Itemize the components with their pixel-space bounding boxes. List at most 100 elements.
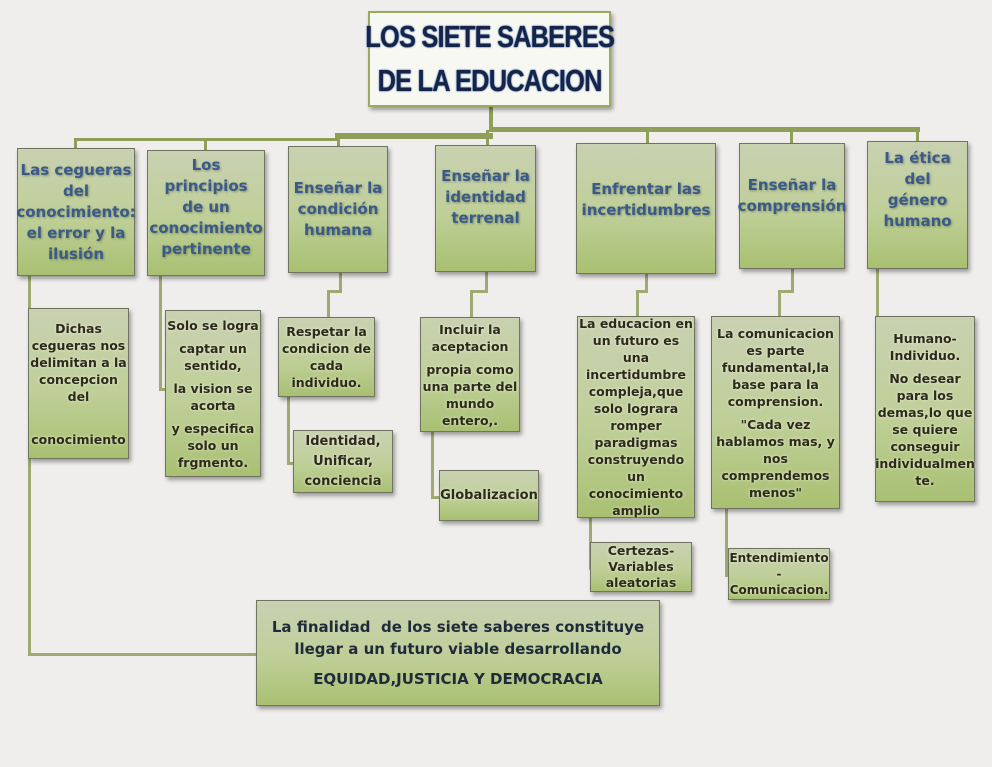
conclusion-box: La finalidad de los siete saberes consti… bbox=[256, 600, 660, 706]
subconcept-line: Comunicacion. bbox=[729, 583, 829, 597]
label-line: humana bbox=[304, 221, 372, 239]
label-line: del bbox=[62, 181, 90, 200]
subconcept-line: aleatorias bbox=[605, 575, 677, 590]
connector-col4-step-v bbox=[470, 290, 473, 318]
description-line: La comunicacion bbox=[717, 325, 834, 341]
description-line: Dichas bbox=[55, 320, 102, 336]
description-line: Humano- bbox=[893, 330, 957, 346]
description-line: mundo bbox=[445, 395, 495, 411]
subconcept-line: Entendimiento bbox=[729, 551, 829, 565]
label-line: terrenal bbox=[451, 209, 520, 227]
connector-col4-step bbox=[470, 290, 488, 293]
description-line: Individuo. bbox=[889, 347, 961, 363]
connector-conclusion bbox=[28, 653, 258, 656]
connector-left-long bbox=[28, 276, 31, 655]
label-line: pertinente bbox=[161, 239, 251, 258]
connector-col3-step bbox=[327, 290, 342, 293]
description-line: del bbox=[67, 388, 90, 404]
saber-1-cegueras: Las cegueras del conocimiento: el error … bbox=[16, 148, 136, 276]
description-line: una parte del bbox=[422, 378, 518, 394]
description-line: para los bbox=[896, 387, 954, 403]
description-line: demas,lo que bbox=[877, 404, 973, 420]
connector-left-bar-thick bbox=[335, 133, 493, 139]
description-line: comprendemos bbox=[721, 467, 830, 483]
description-line: comprension. bbox=[727, 393, 824, 409]
description-line: frgmento. bbox=[177, 454, 249, 470]
description-line: y especifica bbox=[171, 420, 255, 436]
description-line: captar un bbox=[179, 340, 247, 356]
description-line: compleja,que bbox=[588, 384, 684, 399]
connector-col6-top bbox=[791, 268, 794, 292]
description-line: "Cada vez bbox=[740, 416, 811, 432]
description-line: un futuro es una bbox=[592, 333, 680, 365]
description-line: incertidumbre bbox=[586, 367, 686, 382]
description-line: nos bbox=[763, 450, 788, 466]
connector-col3-sub-v bbox=[287, 396, 290, 464]
description-line: propia como bbox=[426, 361, 514, 377]
subconcept-4: Globalizacion bbox=[439, 470, 539, 521]
label-line: incertidumbres bbox=[581, 200, 711, 219]
label-line: identidad bbox=[445, 188, 526, 206]
description-line: cada bbox=[309, 358, 344, 373]
connector-drop-6 bbox=[790, 130, 793, 144]
label-line: Los principios bbox=[164, 155, 248, 195]
conclusion-line-2: llegar a un futuro viable desarrollando bbox=[294, 640, 622, 658]
connector-right-bar bbox=[489, 127, 920, 132]
description-line: La educacion en bbox=[579, 316, 693, 331]
description-2: Solo se logra captar un sentido, la visi… bbox=[165, 310, 261, 477]
connector-col5-step bbox=[636, 290, 648, 293]
description-line: fundamental,la bbox=[721, 359, 830, 375]
connector-col4-sub-v bbox=[431, 432, 434, 498]
description-line: conocimiento bbox=[588, 486, 684, 501]
label-line: ilusión bbox=[47, 244, 104, 263]
connector-col6-step bbox=[778, 290, 794, 293]
label-line: La ética del bbox=[884, 149, 951, 188]
description-line: delimitan a la bbox=[30, 354, 127, 370]
saber-7-etica: La ética del género humano bbox=[867, 141, 968, 269]
connector-col3-step-v bbox=[327, 290, 330, 318]
connector-col7-top bbox=[876, 268, 879, 320]
description-line: la vision se bbox=[173, 380, 253, 396]
subconcept-line: Identidad, bbox=[305, 434, 381, 449]
label-line: condición bbox=[297, 200, 379, 218]
title-line-2: DE LA EDUCACION bbox=[377, 63, 602, 98]
description-3: Respetar la condicion de cada individuo. bbox=[278, 317, 375, 397]
connector-col4-sub-h bbox=[431, 496, 441, 499]
description-line: se quiere bbox=[892, 421, 958, 437]
subconcept-line: Variables bbox=[608, 559, 674, 574]
description-line: paradigmas bbox=[594, 435, 678, 450]
saber-6-comprension: Enseñar la comprensión bbox=[737, 143, 847, 269]
label-line: el error y la bbox=[26, 223, 126, 242]
description-line: solo lograra bbox=[593, 401, 679, 416]
description-line: amplio bbox=[612, 503, 660, 518]
subconcept-line: Unificar, bbox=[313, 454, 373, 469]
subconcept-line: - bbox=[776, 567, 782, 581]
label-line: de un bbox=[182, 197, 230, 216]
description-line: condicion de bbox=[281, 341, 372, 356]
description-line: conocimiento bbox=[31, 431, 126, 447]
connector-col3-top bbox=[339, 272, 342, 292]
label-line: comprensión bbox=[737, 197, 847, 215]
label-line: humano bbox=[883, 212, 952, 230]
connector-col2-horiz bbox=[159, 388, 167, 391]
description-4: Incluir la aceptacion propia como una pa… bbox=[420, 317, 520, 432]
description-6: La comunicacion es parte fundamental,la … bbox=[711, 316, 840, 509]
description-line: solo un bbox=[187, 437, 239, 453]
description-5: La educacion en un futuro es una incerti… bbox=[577, 316, 695, 518]
connector-col2-vert bbox=[159, 276, 162, 390]
connector-col5-step-v bbox=[636, 290, 639, 318]
description-line: romper bbox=[610, 418, 662, 433]
saber-5-incertidumbres: Enfrentar las incertidumbres bbox=[576, 143, 716, 274]
description-7: Humano- Individuo. No desear para los de… bbox=[875, 316, 975, 502]
subconcept-6: Entendimiento - Comunicacion. bbox=[728, 548, 830, 600]
saber-3-condicion-humana: Enseñar la condición humana bbox=[288, 146, 388, 273]
connector-drop-4 bbox=[486, 130, 489, 146]
connector-col3-sub-h bbox=[287, 462, 295, 465]
label-line: Enseñar la bbox=[747, 176, 837, 194]
description-line: cegueras nos bbox=[31, 337, 126, 353]
connector-col5-top bbox=[645, 274, 648, 292]
description-line: hablamos mas, y bbox=[716, 433, 835, 449]
diagram-title: LOS SIETE SABERES DE LA EDUCACION bbox=[365, 11, 615, 107]
description-line: es parte bbox=[746, 342, 805, 358]
conclusion-line-1: La finalidad de los siete saberes consti… bbox=[271, 618, 645, 636]
